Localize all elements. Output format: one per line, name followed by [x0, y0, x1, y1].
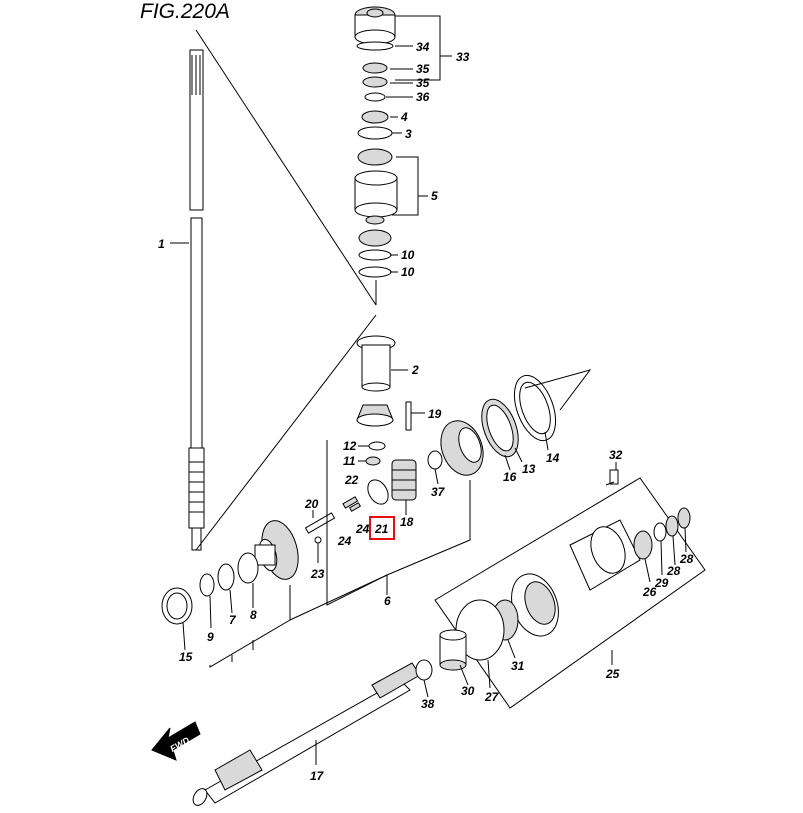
upper-leaders: [386, 15, 452, 273]
oring-34[interactable]: [356, 41, 394, 51]
forward-gear[interactable]: [434, 415, 491, 481]
ball-23[interactable]: [314, 536, 322, 544]
label-38: 38: [421, 697, 435, 711]
label-10a: 10: [401, 248, 415, 262]
label-26: 26: [642, 585, 657, 599]
leader-16: [504, 454, 511, 471]
guide-line-upper: [195, 29, 377, 306]
leader-38: [423, 679, 429, 698]
drive-shaft[interactable]: [188, 49, 205, 551]
label-13: 13: [522, 462, 536, 476]
label-20: 20: [304, 497, 319, 511]
seal-28b[interactable]: [677, 507, 691, 529]
label-33: 33: [456, 50, 470, 64]
clip-21[interactable]: [364, 476, 393, 508]
shim-4[interactable]: [361, 110, 389, 124]
label-24a: 24: [355, 522, 370, 536]
label-29: 29: [654, 576, 669, 590]
label-28a: 28: [666, 564, 681, 578]
label-32: 32: [609, 448, 623, 462]
label-10b: 10: [401, 265, 415, 279]
leader-13: [514, 447, 523, 463]
label-23: 23: [310, 567, 325, 581]
guide-line-lower: [195, 314, 377, 551]
fwd-arrow: FWD: [151, 721, 201, 761]
seal-35a[interactable]: [362, 62, 388, 74]
label-24b: 24: [337, 534, 352, 548]
label-4: 4: [400, 110, 408, 124]
label-6: 6: [384, 594, 391, 608]
label-22: 22: [344, 473, 359, 487]
spring-24[interactable]: [348, 502, 362, 512]
right-lower-leaders: [459, 462, 687, 689]
label-21: 21: [374, 522, 389, 536]
label-2: 2: [411, 363, 419, 377]
nut-11[interactable]: [365, 456, 381, 466]
lower-left-leaders: [182, 574, 388, 668]
shift-rod-20[interactable]: [304, 512, 336, 534]
bearing-26[interactable]: [633, 530, 653, 560]
label-15: 15: [179, 650, 193, 664]
label-11: 11: [343, 454, 356, 468]
shim-10b[interactable]: [358, 266, 392, 278]
part-labels: 1 2 3 4 5 6 7 8 9 10 10 11 12 13 14 15 1…: [158, 40, 694, 783]
propeller-shaft[interactable]: [190, 662, 421, 808]
bearing-housing-33[interactable]: [354, 6, 396, 45]
label-16: 16: [503, 470, 517, 484]
label-12: 12: [343, 439, 357, 453]
label-19: 19: [428, 407, 442, 421]
label-8: 8: [250, 608, 257, 622]
bolt-32[interactable]: [605, 469, 619, 486]
washer-29[interactable]: [653, 522, 667, 542]
label-35b: 35: [416, 76, 430, 90]
oring-38[interactable]: [415, 659, 433, 681]
figure-title: FIG.220A: [140, 0, 230, 23]
pinion-gear[interactable]: [356, 404, 394, 427]
assembly-25-frame: [434, 477, 706, 709]
bearing-8[interactable]: [237, 552, 259, 584]
label-31: 31: [511, 659, 525, 673]
bearing-housing-25[interactable]: [503, 519, 641, 643]
leader-37: [434, 468, 439, 485]
shim-7[interactable]: [217, 563, 235, 591]
label-27: 27: [484, 690, 500, 704]
circlip-36[interactable]: [364, 92, 386, 102]
label-25: 25: [605, 667, 620, 681]
label-37: 37: [431, 485, 446, 499]
label-28b: 28: [679, 552, 694, 566]
ring-3[interactable]: [357, 126, 393, 140]
label-3: 3: [405, 127, 412, 141]
label-35a: 35: [416, 62, 430, 76]
label-30: 30: [461, 684, 475, 698]
circlip-9[interactable]: [199, 573, 215, 597]
washer-12[interactable]: [368, 441, 386, 451]
label-36: 36: [416, 90, 430, 104]
shim-10a[interactable]: [358, 249, 392, 261]
label-18: 18: [400, 515, 414, 529]
seal-28a[interactable]: [665, 515, 679, 537]
label-9: 9: [207, 630, 214, 644]
reverse-gear[interactable]: [254, 517, 304, 584]
pin-19[interactable]: [405, 401, 412, 431]
pin-22[interactable]: [342, 496, 359, 509]
label-34: 34: [416, 40, 430, 54]
label-1: 1: [158, 237, 165, 251]
label-17: 17: [310, 769, 325, 783]
label-5: 5: [431, 189, 438, 203]
clutch-18[interactable]: [391, 459, 417, 501]
label-7: 7: [229, 613, 237, 627]
label-14: 14: [546, 451, 560, 465]
bearing-set-5[interactable]: [354, 148, 398, 247]
highlight-box-21: [369, 516, 395, 540]
seal-35b[interactable]: [362, 76, 388, 88]
sleeve-30[interactable]: [439, 629, 467, 671]
direction-arrow: [524, 369, 592, 411]
sleeve-2[interactable]: [356, 335, 396, 392]
leader-14: [544, 431, 549, 451]
washer-37[interactable]: [427, 450, 443, 470]
